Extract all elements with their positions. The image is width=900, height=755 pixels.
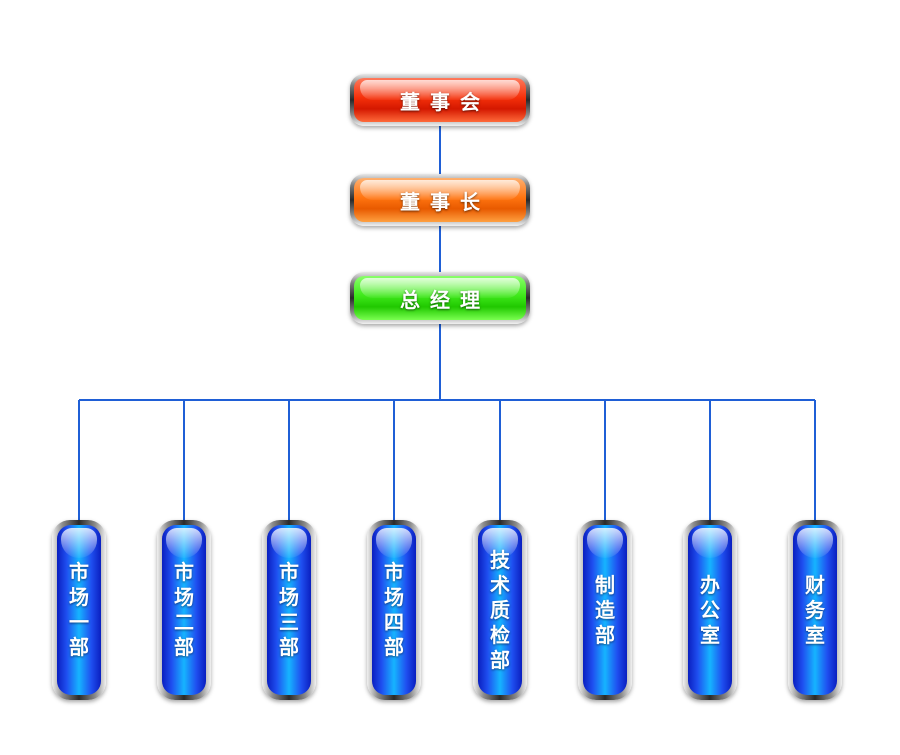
node-dept-finance-label: 财务室 (805, 572, 825, 647)
node-dept-market-3-label: 市场三部 (279, 560, 299, 659)
node-dept-office: 办公室 (683, 520, 737, 700)
node-dept-tech-qc: 技术质检部 (473, 520, 527, 700)
node-dept-market-2: 市场二部 (157, 520, 211, 700)
node-dept-tech-qc-label: 技术质检部 (490, 547, 510, 672)
node-board-of-directors-label: 董事会 (400, 89, 490, 114)
node-dept-market-2-label: 市场二部 (174, 560, 194, 659)
node-dept-market-4-label: 市场四部 (384, 560, 404, 659)
node-chairman-label: 董事长 (400, 189, 490, 214)
node-dept-manufacturing: 制造部 (578, 520, 632, 700)
node-dept-market-4: 市场四部 (367, 520, 421, 700)
node-dept-market-1: 市场一部 (52, 520, 106, 700)
node-dept-market-3: 市场三部 (262, 520, 316, 700)
node-dept-manufacturing-label: 制造部 (595, 572, 615, 647)
node-dept-office-label: 办公室 (700, 572, 720, 647)
node-board-of-directors: 董事会 (350, 74, 530, 126)
node-general-manager-label: 总经理 (400, 287, 490, 312)
node-dept-market-1-label: 市场一部 (69, 560, 89, 659)
node-dept-finance: 财务室 (788, 520, 842, 700)
node-chairman: 董事长 (350, 174, 530, 226)
node-general-manager: 总经理 (350, 272, 530, 324)
